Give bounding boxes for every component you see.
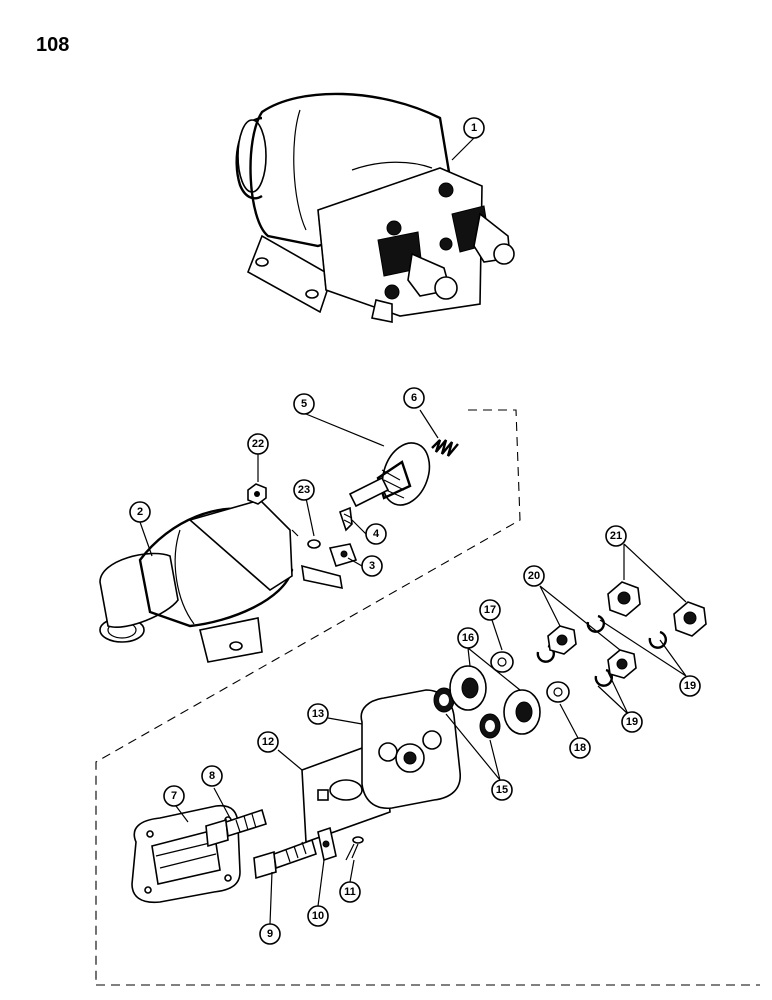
callout-22: 22 — [247, 433, 269, 455]
callout-5: 5 — [293, 393, 315, 415]
spring-illustration — [431, 439, 459, 457]
leader-lines — [139, 137, 687, 925]
nut-22-illustration — [247, 483, 267, 505]
callout-7: 7 — [163, 785, 185, 807]
callout-2: 2 — [129, 501, 151, 523]
callout-6: 6 — [403, 387, 425, 409]
callout-8: 8 — [201, 765, 223, 787]
callout-10: 10 — [307, 905, 329, 927]
callout-19b: 19 — [679, 675, 701, 697]
svg-text:13: 13 — [312, 708, 324, 720]
screw-11-illustration — [345, 836, 364, 861]
nuts-20-illustration — [547, 625, 637, 679]
flat-washers-illustration — [490, 651, 570, 703]
svg-text:22: 22 — [252, 438, 264, 450]
svg-text:20: 20 — [528, 570, 540, 582]
svg-text:11: 11 — [344, 886, 356, 898]
svg-text:9: 9 — [267, 928, 273, 940]
callout-13: 13 — [307, 703, 329, 725]
svg-text:23: 23 — [298, 484, 310, 496]
svg-text:1: 1 — [471, 122, 477, 134]
svg-text:17: 17 — [484, 604, 496, 616]
callout-1: 1 — [463, 117, 485, 139]
callout-21: 21 — [605, 525, 627, 547]
callout-16: 16 — [457, 627, 479, 649]
svg-text:3: 3 — [369, 560, 375, 572]
svg-text:21: 21 — [610, 530, 622, 542]
svg-text:18: 18 — [574, 742, 586, 754]
nuts-21-illustration — [607, 581, 707, 637]
svg-text:19: 19 — [684, 680, 696, 692]
plunger-illustration — [348, 442, 431, 508]
callout-11: 11 — [339, 881, 361, 903]
svg-text:6: 6 — [411, 392, 417, 404]
svg-text:15: 15 — [496, 784, 508, 796]
solenoid-housing-illustration — [99, 499, 299, 663]
callout-3: 3 — [361, 555, 383, 577]
assembly-envelope-line — [95, 409, 521, 985]
bushings-16-illustration — [449, 665, 541, 735]
callout-18: 18 — [569, 737, 591, 759]
callout-12: 12 — [257, 731, 279, 753]
callout-17: 17 — [479, 599, 501, 621]
callouts: 1 2 3 4 5 6 7 8 9 10 11 12 13 15 16 17 1… — [129, 117, 701, 945]
svg-text:8: 8 — [209, 770, 215, 782]
terminal-bolt-9-illustration — [253, 838, 317, 880]
callout-15: 15 — [491, 779, 513, 801]
washers-15-illustration — [433, 687, 501, 739]
svg-text:10: 10 — [312, 910, 324, 922]
svg-text:19: 19 — [626, 716, 638, 728]
terminal-bolt-8-illustration — [205, 808, 267, 848]
solenoid-assembly-illustration — [235, 92, 515, 323]
callout-23: 23 — [293, 479, 315, 501]
gasket-7-illustration — [131, 804, 241, 904]
svg-text:7: 7 — [171, 790, 177, 802]
cover-plate-13-illustration — [360, 689, 461, 809]
callout-4: 4 — [365, 523, 387, 545]
svg-text:4: 4 — [373, 528, 380, 540]
svg-text:16: 16 — [462, 632, 474, 644]
callout-20: 20 — [523, 565, 545, 587]
svg-text:12: 12 — [262, 736, 274, 748]
svg-text:2: 2 — [137, 506, 143, 518]
page-number: 108 — [36, 34, 70, 56]
clip-10-illustration — [317, 826, 337, 862]
callout-9: 9 — [259, 923, 281, 945]
callout-19a: 19 — [621, 711, 643, 733]
small-hardware-illustration — [301, 506, 358, 590]
svg-text:5: 5 — [301, 398, 307, 410]
